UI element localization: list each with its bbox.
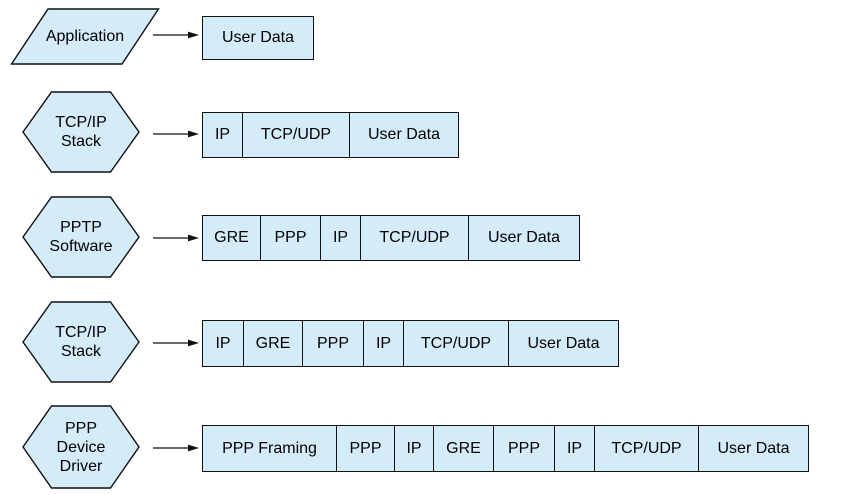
- packet-field-ppp: PPP: [494, 426, 555, 471]
- hexagon-outline: [22, 301, 140, 383]
- parallelogram-outline: [10, 8, 160, 65]
- packet-field-gre: GRE: [434, 426, 494, 471]
- shape-application: Application: [10, 8, 160, 65]
- packet-field-ip: IP: [555, 426, 595, 471]
- packet-stack-application: User Data: [202, 16, 314, 60]
- hexagon-outline: [22, 405, 140, 489]
- packet-field-user-data: User Data: [367, 126, 441, 143]
- packet-field-tcp-udp: TCP/UDP: [404, 321, 509, 366]
- packet-field-user-data: User Data: [717, 439, 790, 457]
- packet-field-ppp-framing: PPP Framing: [203, 426, 337, 471]
- flow-arrow-icon: [151, 336, 201, 354]
- packet-field-tcp-udp: TCP/UDP: [243, 113, 350, 157]
- packet-field-ip: IP: [203, 113, 243, 157]
- packet-field-ip: IP: [395, 426, 434, 471]
- hexagon-outline: [22, 91, 140, 173]
- packet-field-user-data: User Data: [221, 29, 295, 46]
- packet-field-ppp: PPP: [261, 216, 321, 260]
- flow-arrow-icon: [151, 127, 201, 145]
- flow-arrow-icon: [151, 28, 201, 46]
- packet-field-ppp: PPP: [303, 321, 364, 366]
- packet-field-ip: IP: [321, 216, 361, 260]
- flow-arrow-icon: [151, 231, 201, 249]
- packet-field-tcp-udp: TCP/UDP: [595, 426, 699, 471]
- packet-field-gre: GRE: [244, 321, 303, 366]
- packet-field-ppp: PPP: [337, 426, 395, 471]
- packet-field-user-data: User Data: [487, 229, 561, 246]
- flow-arrow-icon: [151, 441, 201, 459]
- packet-field-ip: IP: [364, 321, 404, 366]
- packet-field-user-data: User Data: [527, 334, 600, 352]
- packet-field-ip: IP: [203, 321, 244, 366]
- packet-field-gre: GRE: [203, 216, 261, 260]
- packet-field-tcp-udp: TCP/UDP: [361, 216, 469, 260]
- hexagon-outline: [22, 196, 140, 278]
